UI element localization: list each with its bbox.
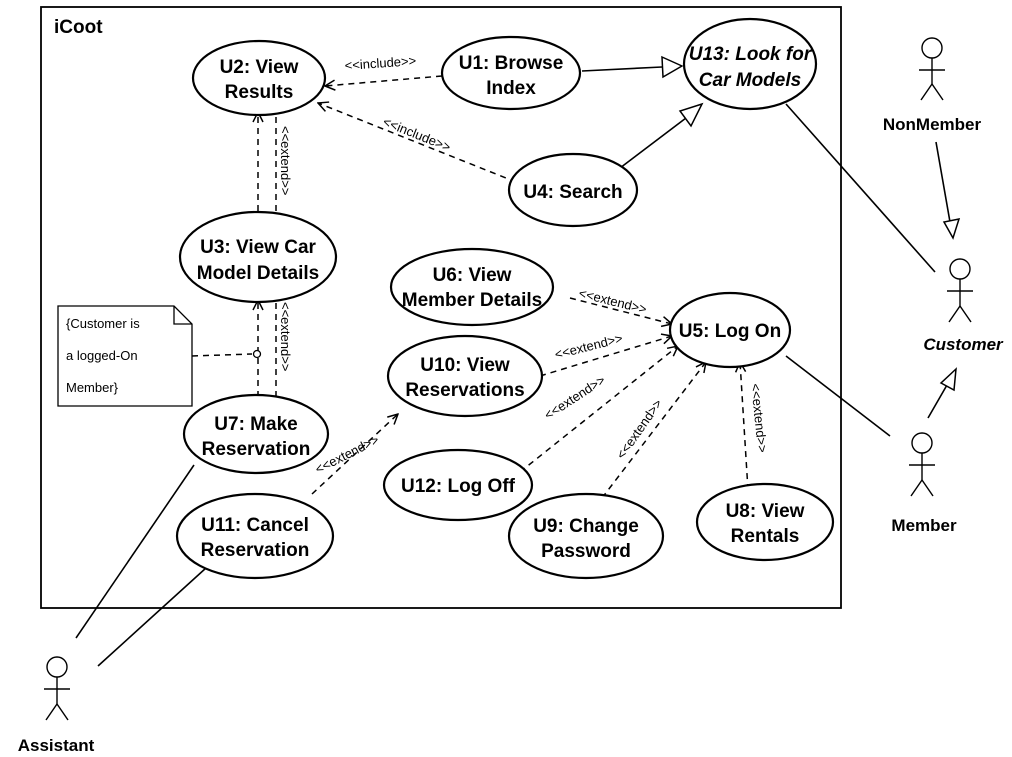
use-case-u12-line1: U12: Log Off [401,476,516,497]
extend-label-u10-u5: <<extend>> [553,331,624,362]
use-case-u8[interactable]: U8: View Rentals [695,482,835,562]
actor-assistant[interactable]: Assistant [18,656,95,755]
stick-figure-icon [947,258,973,323]
association-u5-member [785,355,891,437]
stick-figure-icon [909,432,935,497]
use-case-u6-line2: Member Details [402,290,542,311]
association-u13-customer [785,103,936,273]
use-case-u1-line2: Index [486,78,536,99]
use-case-u7-line2: Reservation [202,439,311,460]
use-case-u2-line1: U2: View [220,57,299,78]
generalization-u1-u13 [581,66,663,72]
extend-label-u6-u5: <<extend>> [577,285,648,316]
use-case-u8-line2: Rentals [731,526,800,547]
extend-u11-u10 [311,414,398,495]
extend-label-u12-u5: <<extend>> [541,372,607,422]
use-case-u10-line2: Reservations [405,380,524,401]
generalization-nonmember-customer [935,141,951,223]
note-link [191,353,253,357]
use-case-u3-line2: Model Details [197,263,319,284]
generalization-arrowhead-nonmember [942,218,961,240]
use-case-u13[interactable]: U13: Look for Car Models [682,17,818,111]
actor-assistant-label: Assistant [18,736,95,755]
generalization-member-customer [927,384,948,419]
use-case-u13-line1: U13: Look for [689,44,813,65]
constraint-note: {Customer is a logged-On Member} [57,305,193,407]
use-case-u5-line1: U5: Log On [679,321,781,342]
association-assistant-u11 [97,567,207,667]
use-case-u10-line1: U10: View [420,355,510,376]
extend-u8-u5 [740,362,749,491]
stick-figure-icon [44,656,70,721]
use-case-u3[interactable]: U3: View Car Model Details [178,210,338,304]
use-case-u12[interactable]: U12: Log Off [382,448,534,522]
use-case-u3-line1: U3: View Car [200,237,316,258]
include-label-u4-u2: <<include>> [381,114,453,155]
use-case-u4[interactable]: U4: Search [507,152,639,228]
use-case-u6[interactable]: U6: View Member Details [389,247,555,327]
actor-customer[interactable]: Customer [923,258,1004,354]
generalization-arrowhead-u1 [661,55,684,79]
use-case-u11-line1: U11: Cancel [201,515,309,536]
use-case-u1[interactable]: U1: Browse Index [440,35,582,111]
association-assistant-u7 [75,464,195,639]
generalization-u4-u13 [619,117,687,169]
include-label-u1-u2: <<include>> [344,53,416,73]
stick-figure-icon [919,37,945,101]
use-case-u6-line1: U6: View [433,265,512,286]
use-case-u9-line2: Password [541,541,631,562]
system-name: iCoot [54,17,103,38]
use-case-u9[interactable]: U9: Change Password [507,492,665,580]
use-case-u2-line2: Results [225,82,294,103]
use-case-u5[interactable]: U5: Log On [668,291,792,369]
use-case-u10[interactable]: U10: View Reservations [386,334,544,418]
use-case-u4-line1: U4: Search [523,182,622,203]
note-line3: Member} [66,380,119,395]
use-case-u2[interactable]: U2: View Results [191,39,327,117]
extend-u10-u5 [539,336,672,377]
actor-customer-label: Customer [923,335,1004,354]
actor-nonmember-label: NonMember [883,115,982,134]
extend-u12-u5 [519,346,678,473]
extend-label-u9-u5: <<extend>> [613,396,665,461]
generalization-arrowhead-u4 [678,102,704,128]
extend-u9-u5 [601,362,706,499]
note-line1: {Customer is [66,316,140,331]
extend-label-u8-u5: <<extend>> [748,383,770,454]
use-case-u7-line1: U7: Make [214,414,297,435]
actor-member-label: Member [891,516,957,535]
use-case-u7[interactable]: U7: Make Reservation [182,393,330,475]
use-case-u11[interactable]: U11: Cancel Reservation [175,492,335,580]
include-u1-u2 [325,75,443,86]
actor-member[interactable]: Member [891,432,957,535]
use-case-u13-line2: Car Models [699,70,801,91]
extend-label-u3-u2: <<extend>> [278,126,293,195]
generalization-arrowhead-member [939,367,957,392]
extend-label-u7-u3: <<extend>> [278,302,293,371]
actor-nonmember[interactable]: NonMember [883,37,982,134]
use-case-u9-line1: U9: Change [533,516,639,537]
system-boundary [40,6,842,609]
use-case-u8-line1: U8: View [726,501,805,522]
note-anchor [252,349,262,359]
include-u4-u2 [318,103,517,183]
use-case-u1-line1: U1: Browse [459,53,564,74]
use-case-u11-line2: Reservation [201,540,310,561]
note-line2: a logged-On [66,348,138,363]
